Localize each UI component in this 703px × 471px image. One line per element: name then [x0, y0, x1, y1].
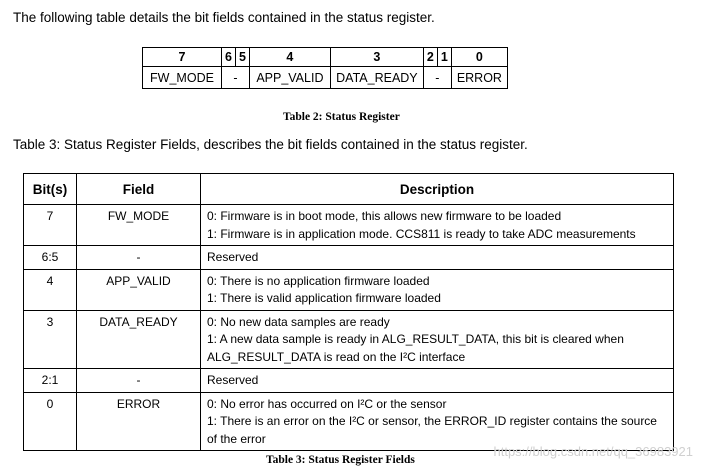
table-row: 0 ERROR 0: No error has occurred on I²C … [23, 391, 674, 451]
reg-field-app-valid: APP_VALID [248, 66, 331, 89]
row-description: 0: No error has occurred on I²C or the s… [200, 391, 674, 451]
field-name-row: FW_MODE - APP_VALID DATA_READY - ERROR [142, 66, 508, 89]
row-field: ERROR [76, 391, 201, 451]
row-field: - [76, 245, 201, 270]
row-bits: 2:1 [23, 368, 77, 393]
reg-field-error: ERROR [450, 66, 508, 89]
bit-1: 1 [436, 47, 452, 67]
row-description: 0: No new data samples are ready 1: A ne… [200, 309, 674, 369]
row-field: DATA_READY [76, 309, 201, 369]
row-field: - [76, 368, 201, 393]
header-row: Bit(s) Field Description [23, 173, 674, 205]
row-field: APP_VALID [76, 268, 201, 311]
description-line: Reserved [207, 373, 259, 387]
description-line: 0: No new data samples are ready [207, 314, 390, 329]
table-3-caption: Table 3: Status Register Fields [266, 454, 415, 466]
intro-paragraph-2: Table 3: Status Register Fields, describ… [13, 137, 528, 152]
row-description: 0: Firmware is in boot mode, this allows… [200, 204, 674, 246]
description-line: Reserved [207, 250, 259, 264]
description-line: 1: There is an error on the I²C or senso… [207, 414, 657, 428]
header-field: Field [76, 173, 201, 205]
bit-2: 2 [422, 47, 438, 67]
bit-0: 0 [450, 47, 508, 67]
bit-7: 7 [142, 47, 222, 67]
table-row: 4 APP_VALID 0: There is no application f… [23, 268, 674, 311]
bit-4: 4 [248, 47, 331, 67]
table-row: 2:1 - Reserved [23, 368, 674, 393]
row-bits: 6:5 [23, 245, 77, 270]
description-line: 1: There is valid application firmware l… [207, 291, 441, 305]
intro-paragraph: The following table details the bit fiel… [13, 10, 435, 25]
description-line: 0: No error has occurred on I²C or the s… [207, 396, 447, 411]
description-line: of the error [207, 431, 266, 446]
row-field: FW_MODE [76, 204, 201, 246]
reg-field-reserved-2-1: - [422, 66, 452, 89]
bit-5: 5 [234, 47, 250, 67]
bit-3: 3 [329, 47, 424, 67]
bit-6: 6 [221, 47, 236, 67]
reg-field-data-ready: DATA_READY [329, 66, 424, 89]
table-row: 3 DATA_READY 0: No new data samples are … [23, 309, 674, 369]
row-bits: 3 [23, 309, 77, 369]
header-bits: Bit(s) [23, 173, 77, 205]
bit-number-row: 7 6 5 4 3 2 1 0 [142, 47, 508, 67]
description-line: 1: A new data sample is ready in ALG_RES… [207, 332, 624, 346]
description-line: 1: Firmware is in application mode. CCS8… [207, 226, 636, 241]
row-description: Reserved [200, 368, 674, 393]
row-bits: 7 [23, 204, 77, 246]
header-description: Description [200, 173, 674, 205]
description-line: 0: There is no application firmware load… [207, 273, 430, 288]
row-description: 0: There is no application firmware load… [200, 268, 674, 311]
status-register-fields-table: Bit(s) Field Description 7 FW_MODE 0: Fi… [23, 173, 674, 451]
description-line: 0: Firmware is in boot mode, this allows… [207, 209, 562, 223]
row-bits: 4 [23, 268, 77, 311]
reg-field-reserved-6-5: - [221, 66, 250, 89]
watermark: https://blog.csdn.net/qq_36983921 [493, 444, 694, 459]
description-line: ALG_RESULT_DATA is read on the I²C inter… [207, 349, 466, 364]
row-description: Reserved [200, 245, 674, 270]
row-bits: 0 [23, 391, 77, 451]
status-register-bitmap: 7 6 5 4 3 2 1 0 FW_MODE - APP_VALID DATA… [142, 47, 508, 89]
reg-field-fw-mode: FW_MODE [142, 66, 222, 89]
table-2-caption: Table 2: Status Register [283, 111, 400, 123]
table-row: 6:5 - Reserved [23, 245, 674, 270]
table-row: 7 FW_MODE 0: Firmware is in boot mode, t… [23, 204, 674, 246]
